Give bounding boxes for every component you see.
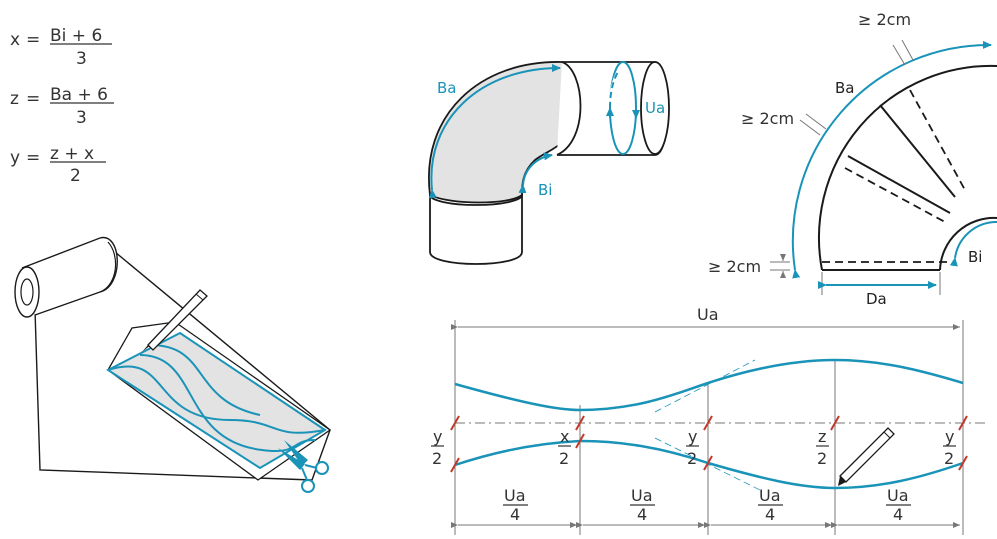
quarter-label-4: Ua 4 [886, 486, 911, 524]
arc-label-bi: Bi [968, 248, 982, 266]
svg-text:2: 2 [432, 449, 442, 468]
scissors-icon [278, 440, 329, 493]
svg-text:4: 4 [893, 505, 903, 524]
svg-text:z: z [818, 427, 826, 446]
svg-text:x: x [10, 30, 20, 50]
pencil-icon [838, 427, 895, 486]
svg-text:x: x [560, 427, 569, 446]
formula-y: y = z + x 2 [10, 144, 106, 186]
svg-text:=: = [26, 30, 40, 50]
svg-text:Ua: Ua [759, 486, 781, 505]
svg-text:Ua: Ua [504, 486, 526, 505]
svg-text:Ba + 6: Ba + 6 [50, 85, 108, 105]
pattern-label-ua: Ua [697, 305, 719, 324]
pattern-label-y-mid: y 2 [686, 427, 699, 468]
pattern-label-right: y 2 [943, 427, 956, 468]
svg-text:y: y [688, 427, 697, 446]
quarter-label-1: Ua 4 [503, 486, 528, 524]
svg-text:Ua: Ua [631, 486, 653, 505]
elbow-label-bi: Bi [538, 181, 552, 199]
svg-text:3: 3 [76, 108, 87, 128]
svg-text:y: y [10, 148, 20, 168]
pattern-label-left: y 2 [431, 427, 444, 468]
svg-text:y: y [945, 427, 954, 446]
pencil-icon [142, 289, 208, 352]
svg-text:2: 2 [559, 449, 569, 468]
svg-text:=: = [26, 148, 40, 168]
arc-label-ba: Ba [835, 79, 854, 97]
svg-text:4: 4 [637, 505, 647, 524]
svg-text:z: z [10, 89, 19, 109]
svg-text:4: 4 [765, 505, 775, 524]
gap-label-bottom: ≥ 2cm [708, 257, 761, 276]
elbow-pipe-illustration [428, 61, 670, 265]
quarter-label-2: Ua 4 [630, 486, 655, 524]
svg-text:=: = [26, 89, 40, 109]
cutting-pattern [450, 320, 985, 535]
pattern-label-z: z 2 [816, 427, 829, 468]
formula-x: x = Bi + 6 3 [10, 26, 112, 69]
elbow-label-ba: Ba [437, 79, 456, 97]
svg-text:2: 2 [687, 449, 697, 468]
svg-text:Ua: Ua [887, 486, 909, 505]
svg-text:y: y [433, 427, 442, 446]
svg-text:Bi + 6: Bi + 6 [50, 26, 102, 46]
paper-roll-illustration [14, 237, 332, 493]
svg-text:2: 2 [817, 449, 827, 468]
svg-text:2: 2 [944, 449, 954, 468]
svg-text:4: 4 [510, 505, 520, 524]
quarter-label-3: Ua 4 [758, 486, 783, 524]
elbow-label-ua: Ua [645, 99, 665, 117]
elbow-segment-arc [770, 39, 997, 295]
arc-label-da: Da [866, 290, 887, 308]
formula-z: z = Ba + 6 3 [10, 85, 114, 128]
svg-text:3: 3 [76, 49, 87, 69]
svg-text:2: 2 [70, 166, 81, 186]
gap-label-top: ≥ 2cm [858, 10, 911, 29]
pattern-label-x: x 2 [558, 427, 571, 468]
gap-label-middle: ≥ 2cm [741, 109, 794, 128]
svg-text:z + x: z + x [50, 144, 94, 164]
